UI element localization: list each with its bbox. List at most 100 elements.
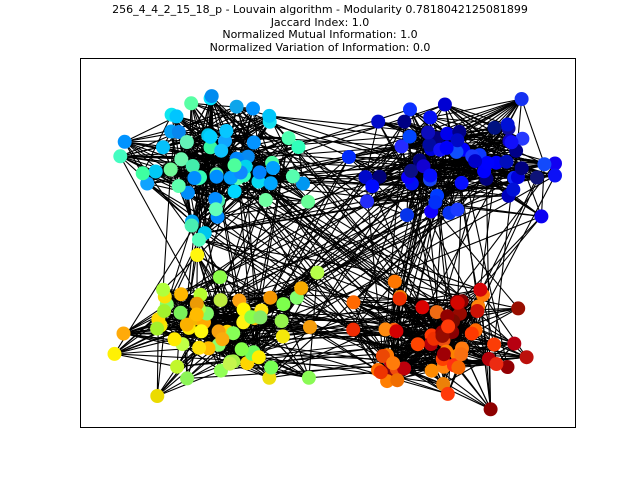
graph-node — [487, 337, 502, 352]
graph-node — [167, 332, 182, 347]
graph-node — [156, 282, 171, 297]
graph-edge — [430, 98, 522, 119]
graph-node — [246, 135, 261, 150]
graph-node — [394, 139, 409, 154]
graph-node — [489, 357, 504, 371]
graph-node — [375, 349, 390, 363]
graph-edge — [162, 107, 254, 148]
graph-node — [519, 350, 534, 365]
graph-node — [252, 165, 267, 180]
graph-node — [184, 96, 199, 111]
graph-edge — [399, 149, 464, 298]
graph-node — [537, 157, 552, 172]
title-line-3: Normalized Mutual Information: 1.0 — [222, 28, 418, 41]
graph-node — [404, 163, 419, 178]
graph-node — [148, 164, 163, 179]
graph-node — [450, 133, 465, 148]
graph-edge — [197, 254, 382, 373]
graph-node — [208, 202, 223, 217]
graph-node — [163, 162, 178, 177]
graph-node — [253, 310, 268, 325]
graph-node — [171, 179, 186, 193]
graph-node — [294, 281, 309, 296]
graph-node — [179, 317, 194, 332]
graph-node — [266, 161, 280, 175]
graph-edge — [471, 175, 556, 334]
graph-node — [346, 295, 361, 310]
graph-edge — [296, 212, 450, 299]
graph-edge — [352, 281, 396, 330]
graph-edge — [243, 178, 487, 310]
graph-node — [213, 270, 227, 285]
graph-edge — [114, 353, 178, 368]
graph-node — [454, 347, 469, 362]
graph-edge — [407, 176, 519, 309]
graph-edge — [186, 106, 237, 143]
graph-node — [397, 114, 412, 129]
graph-edge — [352, 329, 379, 371]
graph-edge — [309, 104, 446, 328]
graph-node — [171, 125, 186, 139]
graph-edge — [521, 98, 545, 165]
graph-edge — [233, 289, 481, 334]
graph-node — [291, 140, 306, 155]
graph-edge — [404, 103, 446, 123]
graph-nodes — [107, 89, 562, 417]
graph-node — [184, 218, 199, 233]
graph-edge — [444, 104, 495, 129]
graph-node — [301, 370, 316, 385]
graph-edge — [156, 276, 221, 330]
graph-node — [441, 319, 456, 334]
graph-node — [346, 322, 361, 337]
graph-edge — [444, 104, 512, 143]
graph-node — [192, 340, 207, 355]
graph-node — [500, 360, 515, 374]
graph-node — [450, 295, 465, 310]
graph-edge — [253, 156, 350, 353]
graph-node — [263, 176, 278, 191]
graph-node — [156, 140, 170, 155]
graph-node — [470, 304, 485, 318]
graph-node — [213, 293, 228, 308]
graph-node — [454, 175, 469, 190]
graph-node — [170, 359, 185, 374]
graph-node — [464, 326, 479, 341]
graph-edge — [191, 102, 424, 167]
graph-node — [234, 342, 249, 357]
graph-node — [189, 296, 204, 311]
graph-edge — [353, 329, 418, 345]
figure-title: 256_4_4_2_15_18_p - Louvain algorithm - … — [0, 3, 640, 54]
graph-node — [226, 326, 241, 341]
graph-node — [219, 124, 234, 138]
graph-node — [192, 232, 206, 247]
graph-node — [392, 291, 407, 306]
graph-edge — [162, 169, 172, 290]
graph-node — [365, 179, 380, 194]
graph-node — [214, 143, 229, 158]
graph-node — [507, 336, 522, 351]
graph-edge — [268, 115, 459, 368]
graph-edge — [254, 137, 290, 319]
graph-node — [180, 371, 195, 386]
graph-edge — [269, 115, 424, 167]
graph-node — [548, 156, 562, 171]
graph-node — [276, 297, 291, 312]
graph-node — [246, 101, 260, 116]
graph-edge — [120, 150, 222, 157]
graph-node — [190, 248, 205, 262]
graph-node — [480, 156, 495, 170]
graph-edge — [352, 177, 409, 330]
network-graph — [107, 89, 562, 417]
graph-node — [194, 324, 209, 339]
graph-edge — [384, 121, 405, 330]
graph-node — [227, 158, 242, 173]
graph-node — [386, 356, 401, 371]
graph-edge — [282, 303, 310, 378]
graph-node — [400, 208, 414, 223]
graph-edge — [352, 329, 449, 395]
graph-edge — [270, 182, 394, 364]
graph-node — [281, 131, 296, 146]
graph-node — [263, 290, 278, 305]
graph-node — [285, 169, 300, 184]
graph-node — [203, 129, 218, 144]
